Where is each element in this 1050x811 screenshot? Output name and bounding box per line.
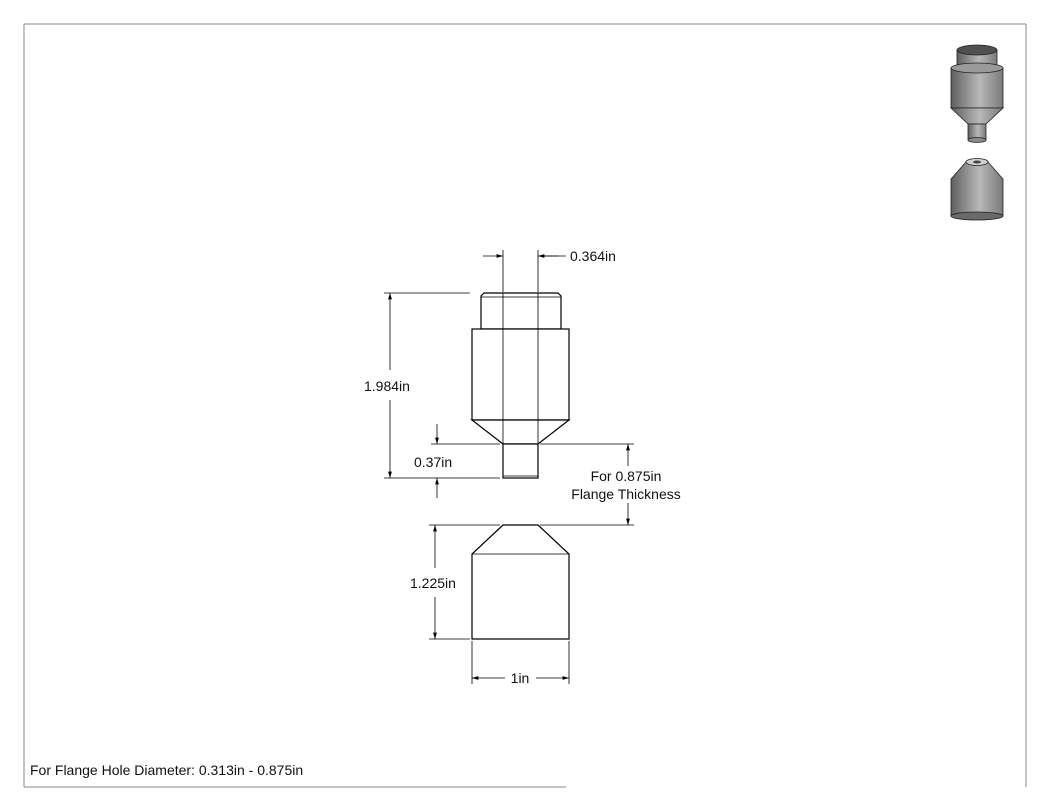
dim-label-pin-tip-width: 0.364in: [570, 248, 616, 264]
flange-hole-diameter-note: For Flange Hole Diameter: 0.313in - 0.87…: [30, 762, 303, 778]
dim-pin-tip-width: 0.364in: [483, 248, 616, 292]
dim-label-flange-line1: For 0.875in: [591, 468, 662, 484]
die-3d-icon: [950, 158, 1004, 221]
punch-outline: [470, 292, 571, 479]
dim-flange-thickness: For 0.875in Flange Thickness: [540, 443, 681, 526]
punch-3d-icon: [949, 44, 1005, 143]
dim-label-die-height: 1.225in: [410, 575, 456, 591]
dim-label-flange-line2: Flange Thickness: [571, 486, 680, 502]
dim-punch-height: 1.984in: [364, 292, 500, 479]
dim-die-width: 1in: [471, 641, 570, 686]
drawing-border: [23, 23, 1027, 788]
dim-pin-length: 0.37in: [414, 424, 500, 498]
dim-label-die-width: 1in: [511, 670, 530, 686]
die-outline: [471, 524, 570, 640]
dim-label-pin-length: 0.37in: [414, 454, 452, 470]
dim-die-height: 1.225in: [410, 524, 500, 640]
dim-label-punch-height: 1.984in: [364, 378, 410, 394]
